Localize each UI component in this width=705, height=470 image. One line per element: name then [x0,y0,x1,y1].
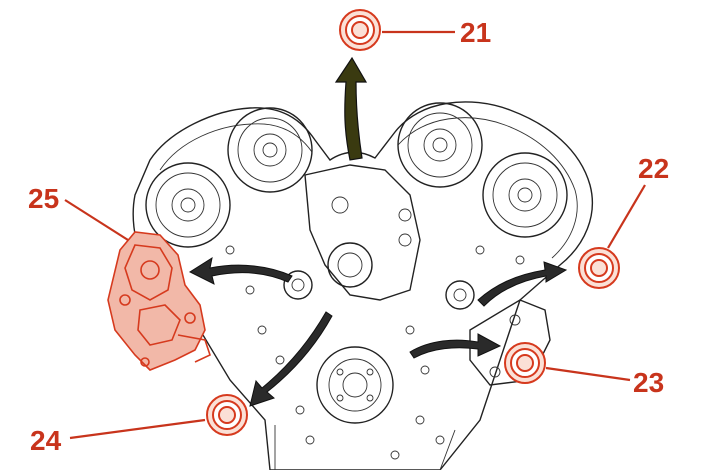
removal-arrow-icon [409,333,502,359]
leader-line-23 [545,366,631,382]
callout-24: 24 [30,425,62,456]
nut-icon [578,247,620,289]
callout-25: 25 [28,183,59,214]
callout-22: 22 [638,153,669,184]
removal-arrow-icon [249,311,333,407]
removal-arrow-icon [477,261,568,307]
callout-23: 23 [633,367,664,398]
timing-chain-tensioner-part [107,231,211,371]
removal-arrow-icon [334,56,368,161]
nut-icon [339,9,381,51]
nut-icon [504,342,546,384]
leader-line-24 [69,418,206,440]
removal-arrow-icon [188,256,293,285]
callout-21: 21 [460,17,491,48]
nut-icon [206,394,248,436]
leader-line-25 [64,199,129,241]
leader-line-22 [607,184,646,249]
engine-front-drawing [132,101,594,470]
